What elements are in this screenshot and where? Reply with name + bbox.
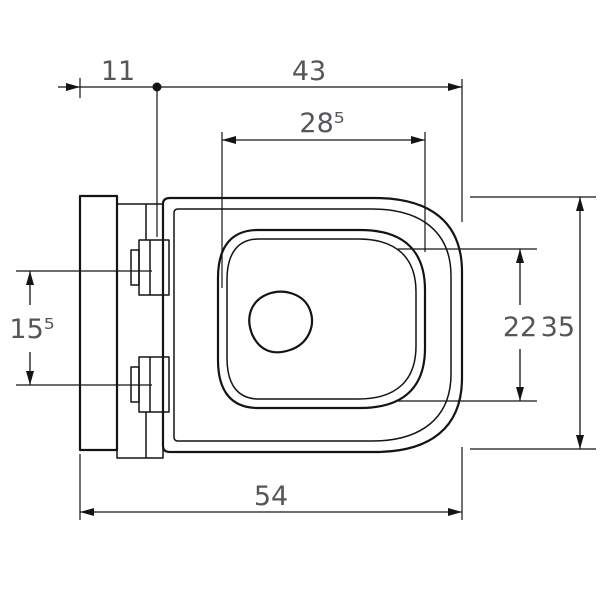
ceramic-back-strip — [116, 203, 164, 459]
dimension-22: 22 — [398, 248, 537, 402]
dimension-annotations: 11 43 28⁵ — [9, 56, 596, 520]
hinge-top — [130, 239, 170, 296]
dimension-15-5: 15⁵ — [9, 270, 152, 386]
toilet-top-view — [78, 194, 464, 459]
arrowhead — [411, 136, 425, 144]
arrowhead — [66, 83, 80, 91]
arrowhead — [26, 371, 34, 385]
seat-inner-contour — [173, 208, 452, 442]
dimension-35: 35 — [470, 196, 596, 450]
dim-label-15-5: 15⁵ — [9, 314, 54, 345]
dimension-54: 54 — [79, 447, 463, 520]
hinge-top-mount — [130, 249, 140, 286]
arrowhead — [516, 249, 524, 263]
dim-label-35: 35 — [541, 312, 575, 343]
dim-label-11: 11 — [101, 56, 135, 87]
dim-label-54: 54 — [254, 481, 288, 512]
arrowhead — [516, 387, 524, 401]
bowl-opening-outer — [216, 228, 427, 410]
arrowhead — [80, 508, 94, 516]
dimension-11: 11 — [58, 56, 157, 98]
seat-outer-contour — [161, 196, 464, 454]
arrowhead — [26, 271, 34, 285]
bowl-opening-inner — [226, 238, 417, 400]
arrowhead — [448, 508, 462, 516]
arrowhead — [222, 136, 236, 144]
dimension-28-5: 28⁵ — [221, 108, 426, 288]
dim-label-43: 43 — [292, 56, 326, 87]
dim-label-22: 22 — [503, 312, 537, 343]
arrowhead — [576, 435, 584, 449]
arrowhead — [448, 83, 462, 91]
dimension-43: 43 — [152, 56, 463, 237]
water-trap-outline — [248, 290, 314, 354]
wall-plate — [78, 194, 119, 452]
dim-label-28-5: 28⁵ — [299, 108, 344, 139]
hinge-top-body — [138, 239, 170, 296]
arrowhead — [576, 197, 584, 211]
